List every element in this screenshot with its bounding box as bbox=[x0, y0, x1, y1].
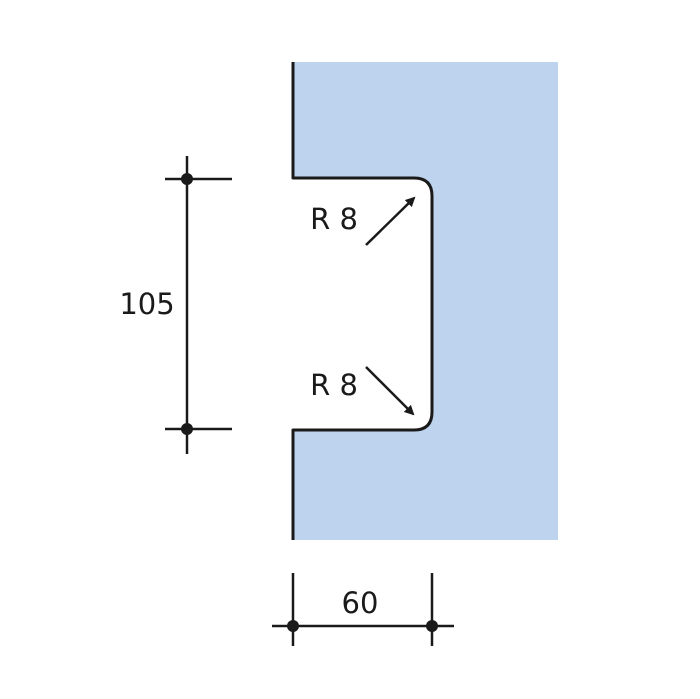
top-radius-label: R 8 bbox=[310, 202, 358, 236]
bottom-radius-arrow bbox=[365, 366, 415, 416]
bottom-radius-callout: R 8 bbox=[310, 366, 415, 416]
width-tick-right-dot bbox=[426, 620, 438, 632]
height-tick-bottom-dot bbox=[181, 423, 193, 435]
width-label: 60 bbox=[342, 586, 379, 620]
top-radius-arrow bbox=[365, 196, 416, 246]
height-dimension: 105 bbox=[119, 156, 232, 454]
notch-outline bbox=[291, 62, 434, 540]
glass-plate bbox=[293, 62, 558, 540]
width-tick-left-dot bbox=[287, 620, 299, 632]
bottom-radius-label: R 8 bbox=[310, 368, 358, 402]
top-radius-callout: R 8 bbox=[310, 196, 416, 246]
height-label: 105 bbox=[119, 287, 174, 321]
height-tick-top-dot bbox=[181, 173, 193, 185]
width-dimension: 60 bbox=[272, 573, 454, 646]
